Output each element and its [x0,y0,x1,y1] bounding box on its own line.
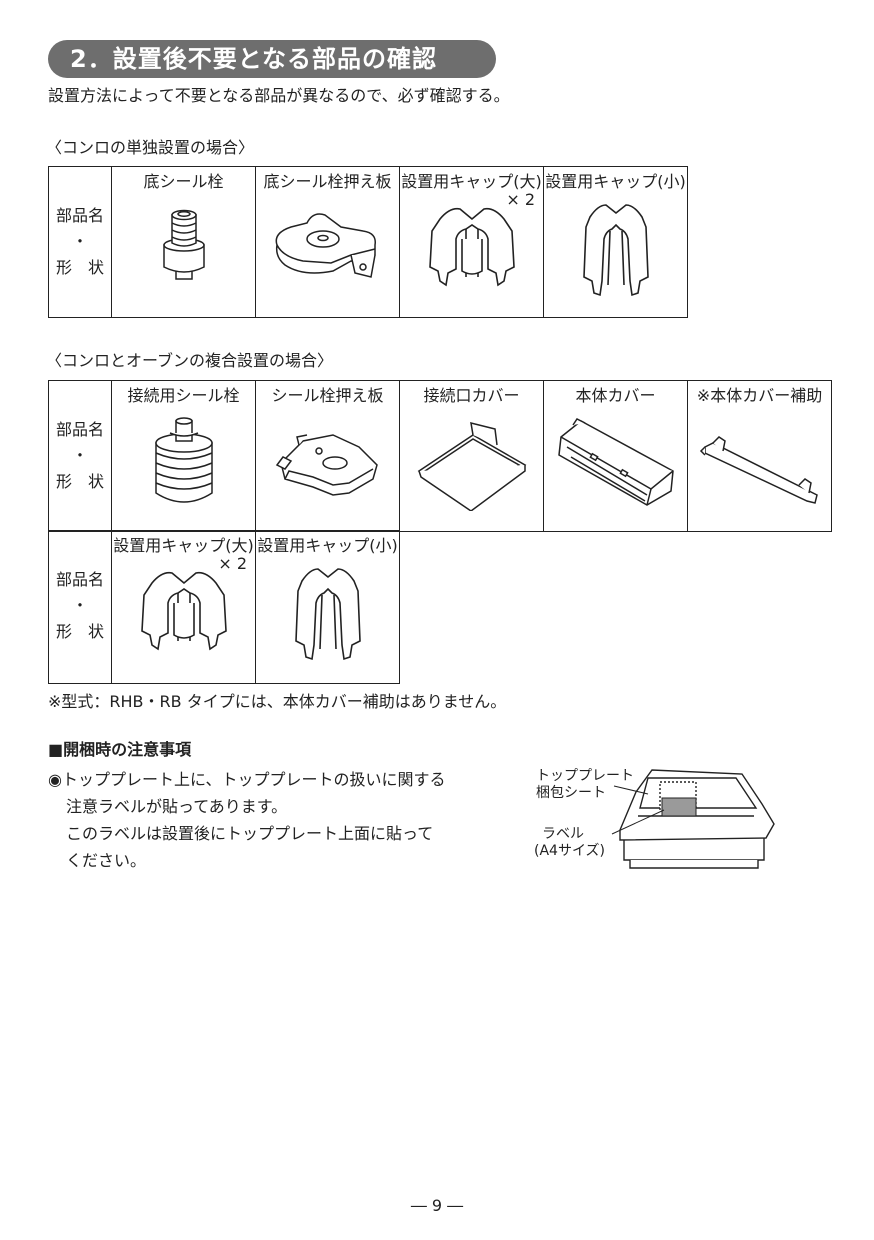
part-name: 設置用キャップ(大) [113,536,254,555]
part-cell: 設置用キャップ(大) × 2 [111,530,256,684]
unpacking-line: 注意ラベルが貼ってあります。 [66,797,288,816]
row-label-dot: ・ [71,232,88,251]
part-name: 設置用キャップ(大) [401,172,542,191]
row-label-shape: 形 状 [55,258,104,277]
row-label-name: 部品名 [55,570,104,589]
row-label-shape: 形 状 [55,622,104,641]
install-cap-small-icon [294,568,361,661]
unpacking-line: ◉トッププレート上に、トッププレートの扱いに関する [48,770,446,789]
part-cell: 接続用シール栓 [111,380,256,532]
row-label-shape: 形 状 [55,472,104,491]
part-cell: 設置用キャップ(小) [543,166,688,318]
packaging-figure: トッププレート 梱包シート ラベル (A4サイズ) [528,764,788,874]
part-cell: 接続口カバー [399,380,544,532]
seal-plug-holder-plate-icon [275,213,376,278]
part-qty: × 2 [506,190,535,209]
part-name: 底シール栓 [143,172,224,191]
part-name: 接続口カバー [423,386,520,405]
table1-caption: 〈コンロの単独設置の場合〉 [46,138,255,157]
seal-plug-plate-icon [275,434,378,496]
unpacking-line: このラベルは設置後にトッププレート上面に貼って [66,824,434,843]
part-cell: 本体カバー [543,380,688,532]
parts-table-combined-row1: 部品名 ・ 形 状 接続用シール栓 シール栓押え板 [48,380,832,532]
figure-label-label-1: ラベル [542,826,584,842]
row-label-name: 部品名 [55,206,104,225]
page-number: ― 9 ― [410,1196,464,1215]
unpacking-heading: ■開梱時の注意事項 [48,740,192,759]
part-name: 底シール栓押え板 [263,172,392,191]
parts-table-single: 部品名 ・ 形 状 底シール栓 底シール栓押え板 [48,166,688,318]
figure-label-sheet-2: 梱包シート [536,785,606,801]
part-name: シール栓押え板 [271,386,384,405]
part-name: 設置用キャップ(小) [545,172,686,191]
body-cover-icon [557,418,674,506]
row-label-cell: 部品名 ・ 形 状 [48,530,112,684]
intro-text: 設置方法によって不要となる部品が異なるので、必ず確認する。 [48,86,510,105]
install-cap-small-icon [582,204,649,297]
part-cell: ※本体カバー補助 [687,380,832,532]
part-qty: × 2 [218,554,247,573]
table2-caption: 〈コンロとオーブンの複合設置の場合〉 [46,351,334,370]
packaging-box-illustration [611,769,775,869]
row-label-dot: ・ [71,596,88,615]
part-cell: 設置用キャップ(小) [255,530,400,684]
row-label-cell: 部品名 ・ 形 状 [48,380,112,532]
row-label-dot: ・ [71,446,88,465]
install-cap-large-icon [428,207,515,287]
part-cell: 底シール栓 [111,166,256,318]
parts-table-combined-row2: 部品名 ・ 形 状 設置用キャップ(大) × 2 設置用キャップ(小) [48,530,400,684]
part-cell: シール栓押え板 [255,380,400,532]
unpacking-line: ください。 [66,851,147,870]
part-name: 本体カバー [575,386,656,405]
part-name: ※本体カバー補助 [696,386,823,405]
part-cell: 設置用キャップ(大) × 2 [399,166,544,318]
body-cover-support-icon [699,436,818,504]
row-label-cell: 部品名 ・ 形 状 [48,166,112,318]
section-title: 2．設置後不要となる部品の確認 [48,40,496,78]
connection-port-cover-icon [417,421,526,511]
part-cell: 底シール栓押え板 [255,166,400,318]
model-note: ※型式：RHB・RB タイプには、本体カバー補助はありません。 [48,692,507,711]
figure-label-label-2: (A4サイズ) [534,843,605,859]
figure-label-sheet-1: トッププレート [536,768,634,784]
connection-seal-plug-icon [154,417,213,503]
seal-plug-icon [162,209,205,280]
unpacking-text: ◉トッププレート上に、トッププレートの扱いに関する 注意ラベルが貼ってあります。… [48,766,445,874]
part-name: 設置用キャップ(小) [257,536,398,555]
row-label-name: 部品名 [55,420,104,439]
part-name: 接続用シール栓 [127,386,240,405]
install-cap-large-icon [140,571,227,651]
